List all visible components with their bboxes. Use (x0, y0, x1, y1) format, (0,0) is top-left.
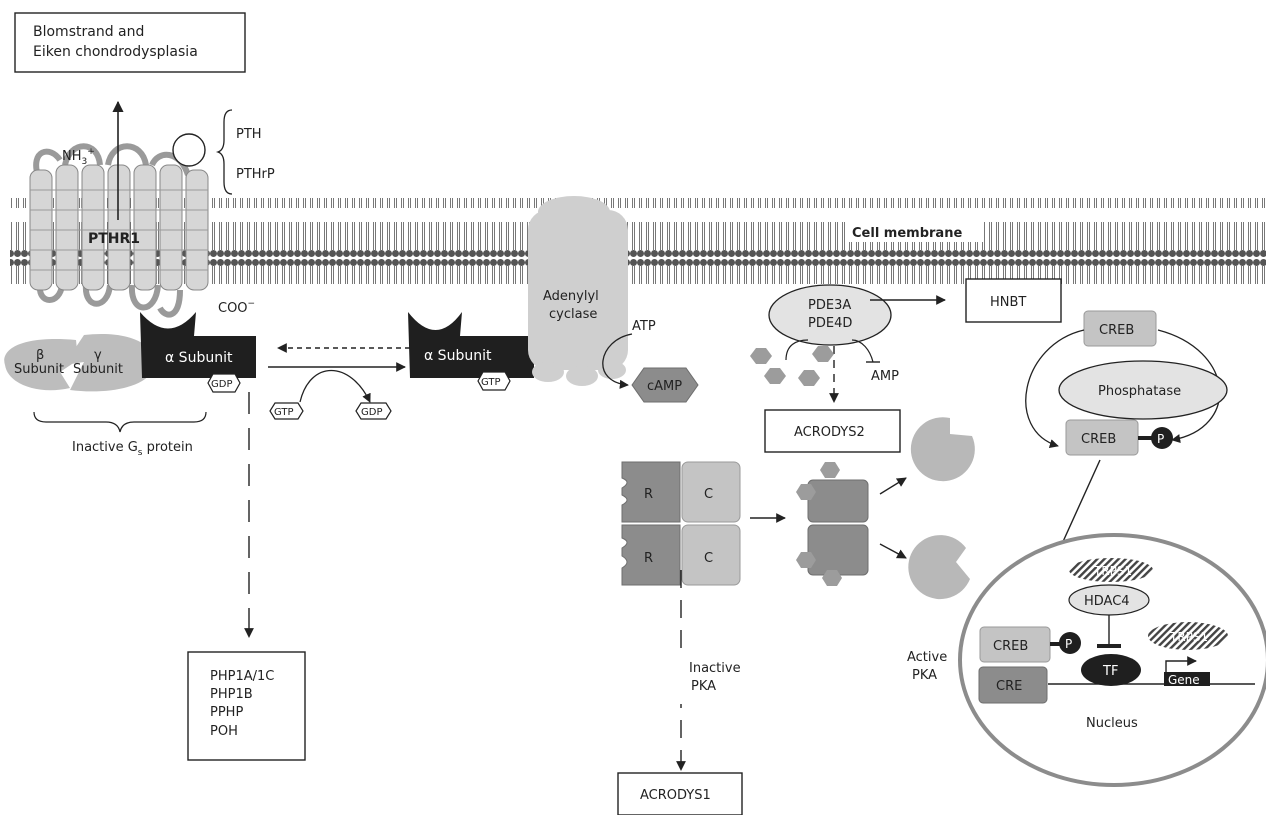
pde-ellipse (769, 285, 891, 345)
inactive-pka-label-1: Inactive (689, 661, 741, 676)
alpha-label-inactive: α Subunit (165, 350, 233, 366)
ligand-brace (218, 110, 232, 194)
inactive-pka-label-2: PKA (691, 679, 716, 694)
pka-c-label-top: C (704, 487, 713, 502)
acrodys2-label: ACRODYS2 (794, 425, 865, 440)
tf-label: TF (1102, 664, 1118, 679)
trps1-label-top: TRPS1 (1093, 564, 1132, 578)
active-pka-label-2: PKA (912, 668, 937, 683)
acrodys1-label: ACRODYS1 (640, 788, 711, 803)
active-pka-catalytic-bottom (908, 535, 970, 599)
adenylyl-label-1: Adenylyl (543, 289, 599, 304)
gene-label: Gene (1168, 673, 1200, 687)
disease-label-line1: Blomstrand and (33, 24, 144, 40)
pka-regulatory-with-camp (796, 462, 868, 586)
gprotein-brace (34, 412, 206, 432)
c-terminus-label: COO− (218, 299, 255, 316)
receptor-c-tail (160, 290, 180, 315)
creb-label-nucleus: CREB (993, 639, 1028, 654)
beta-label-1: β (36, 348, 44, 363)
beta-label-2: Subunit (14, 362, 64, 377)
helix-6 (160, 165, 182, 290)
trps1-label-right: TRPS1 (1169, 630, 1208, 644)
gtp-gdp-exchange-arc (300, 371, 370, 403)
creb-label-phosph: CREB (1081, 432, 1116, 447)
pde-to-amp-line (852, 340, 873, 362)
disease-box-blomstrand (15, 13, 245, 72)
pde-label-1: PDE3A (808, 298, 851, 313)
membrane-label: Cell membrane (852, 226, 962, 241)
receptor-label: PTHR1 (88, 231, 140, 247)
pka-r-label-top: R (644, 487, 653, 502)
php-item-3: PPHP (210, 705, 243, 720)
camp-label: cAMP (647, 379, 682, 394)
pde-label-2: PDE4D (808, 316, 852, 331)
ligand-pthrp: PTHrP (236, 167, 275, 182)
adenylyl-label-2: cyclase (549, 307, 597, 322)
active-pka-catalytic-top (911, 417, 975, 481)
cre-label: CRE (996, 679, 1022, 694)
nucleus-label: Nucleus (1086, 716, 1138, 731)
php-item-4: POH (210, 724, 238, 739)
phosphate-label-cytoplasm: P (1157, 432, 1164, 446)
helix-2 (56, 165, 78, 290)
hdac4-label: HDAC4 (1084, 594, 1130, 609)
gamma-label-2: Subunit (73, 362, 123, 377)
ligand-pth: PTH (236, 127, 262, 142)
camp-molecules (750, 346, 834, 386)
gamma-label-1: γ (94, 348, 102, 363)
atp-label: ATP (632, 319, 656, 334)
gdp-label-bound: GDP (211, 379, 232, 390)
phosphate-label-nucleus: P (1065, 637, 1072, 651)
php-item-2: PHP1B (210, 687, 253, 702)
hnbt-label: HNBT (990, 295, 1026, 310)
helix-3 (82, 165, 104, 290)
amp-label: AMP (871, 369, 899, 384)
pka-inactive-complex (622, 462, 740, 585)
phosphatase-label: Phosphatase (1098, 384, 1181, 399)
gprotein-caption: Inactive Gs protein (72, 440, 193, 458)
helix-4 (108, 165, 130, 290)
alpha-subunit-inactive (140, 312, 256, 378)
pka-c-label-bottom: C (704, 551, 713, 566)
ligand-circle (173, 134, 205, 166)
gtp-label-in: GTP (274, 407, 294, 418)
helix-5 (134, 165, 156, 290)
arrow-to-active-pka-top (880, 478, 906, 494)
gdp-label-out: GDP (361, 407, 382, 418)
php-item-1: PHP1A/1C (210, 669, 274, 684)
gtp-label-bound: GTP (481, 377, 501, 388)
pka-r-label-bottom: R (644, 551, 653, 566)
creb-label-unphosph: CREB (1099, 323, 1134, 338)
alpha-subunit-active (408, 312, 534, 378)
arrow-to-active-pka-bottom (880, 544, 906, 558)
active-pka-label-1: Active (907, 650, 947, 665)
alpha-label-active: α Subunit (424, 348, 492, 364)
disease-label-line2: Eiken chondrodysplasia (33, 44, 198, 60)
